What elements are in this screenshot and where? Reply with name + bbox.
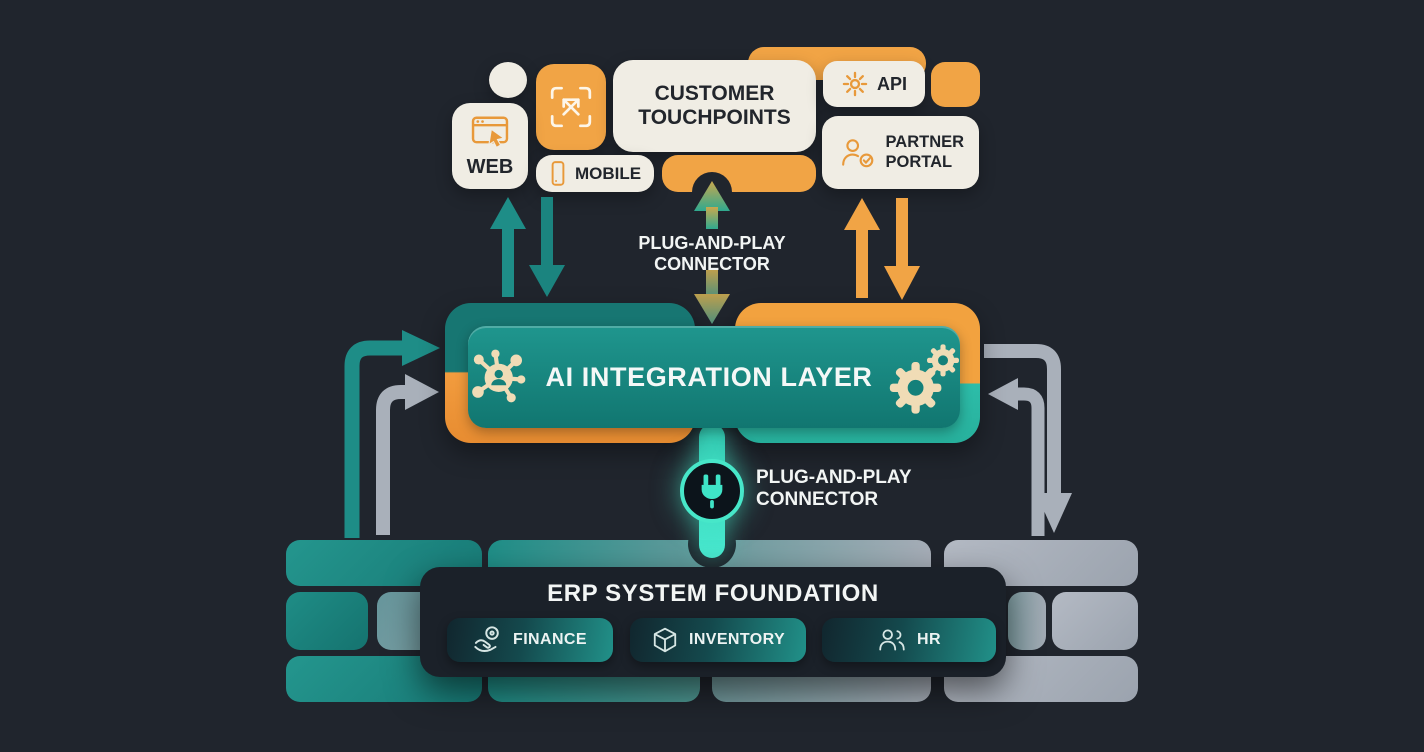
arrow-erp-to-ai-right [988,378,1045,536]
decorative-orange-tile [931,62,980,107]
plug-and-play-connector[interactable] [680,459,744,523]
erp-module-inventory[interactable]: INVENTORY [630,618,806,662]
touchpoint-partner-portal[interactable]: PARTNER PORTAL [822,116,979,189]
erp-module-finance[interactable]: FINANCE [447,618,613,662]
arrow-erp-to-ai-left-gray [376,374,439,535]
connector-label-mid: PLUG-AND-PLAY CONNECTOR [756,467,912,511]
touchpoint-web[interactable]: WEB [452,103,528,189]
connector-label-top: PLUG-AND-PLAY CONNECTOR [638,233,786,275]
erp-module-hr[interactable]: HR [822,618,996,662]
ai-layer-label: AI INTEGRATION LAYER [545,361,873,392]
hand-coin-icon [474,626,499,653]
arrow-up-connector [694,181,730,229]
touchpoint-expand-tile[interactable] [536,64,606,150]
arrow-down-partner [884,198,920,300]
erp-brick [286,592,368,650]
arrow-ai-to-erp-right [984,344,1072,533]
person-check-icon [841,138,873,167]
customer-touchpoints-title: CUSTOMER TOUCHPOINTS [638,81,791,129]
module-label: FINANCE [513,631,587,648]
api-label: API [876,73,907,94]
module-label: INVENTORY [688,631,786,648]
people-icon [879,629,905,651]
smartphone-icon [551,160,565,186]
network-hub-icon [472,349,526,403]
erp-title: ERP SYSTEM FOUNDATION [547,580,879,607]
decorative-notched-bar [662,155,816,192]
arrow-up-partner [844,198,880,298]
gears-icon [889,344,959,414]
web-label: WEB [466,156,514,178]
erp-brick [1052,592,1138,650]
decorative-circle [489,62,527,98]
ai-integration-layer[interactable]: AI INTEGRATION LAYER [468,326,960,428]
touchpoint-mobile[interactable]: MOBILE [536,155,654,192]
browser-cursor-icon [471,116,509,149]
touchpoint-api[interactable]: API [823,61,925,107]
arrow-down-web [529,197,565,297]
mobile-label: MOBILE [574,163,642,183]
partner-portal-label: PARTNER PORTAL [885,132,965,171]
erp-system-foundation-panel: ERP SYSTEM FOUNDATION FINANCE INVENTORY [420,567,1006,677]
customer-touchpoints-box: CUSTOMER TOUCHPOINTS [613,60,816,152]
module-label: HR [917,631,941,648]
gear-icon [842,71,868,97]
expand-arrows-icon [550,86,592,128]
arrow-down-connector [694,270,730,324]
arrow-up-web [490,197,526,297]
power-plug-icon [701,474,723,508]
erp-brick [1008,592,1046,650]
arrow-erp-to-ai-left [344,330,440,538]
package-box-icon [653,627,677,653]
